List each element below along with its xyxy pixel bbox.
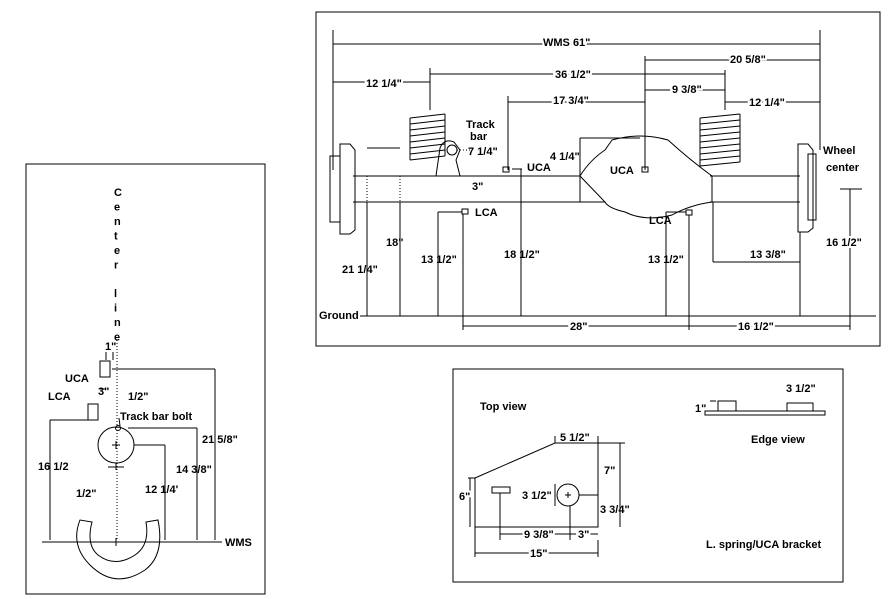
- uca-center-mount: [641, 166, 649, 173]
- dim-6-label: 6": [459, 491, 470, 503]
- dim-13-3-8-label: 13 3/8": [750, 249, 786, 261]
- bracket-top-view: [474, 442, 599, 528]
- dim-3-label: 3": [578, 529, 589, 541]
- right-flange: [807, 153, 817, 221]
- bracket-frame: [452, 368, 844, 583]
- wms-61-label: WMS 61": [543, 37, 590, 49]
- dim-3-label: 3": [98, 386, 109, 398]
- bar-label: bar: [470, 131, 488, 143]
- side-view-frame: [25, 163, 266, 595]
- wms-label: WMS: [225, 537, 252, 549]
- lca-right-label: LCA: [649, 215, 672, 227]
- dim-18-label: 18": [386, 237, 403, 249]
- ground-label: Ground: [319, 310, 359, 322]
- dim-14-3-8-label: 14 3/8": [176, 464, 212, 476]
- dim-4-1-4-label: 4 1/4": [550, 151, 580, 163]
- dim-12-1-4-right-label: 12 1/4": [749, 97, 785, 109]
- dim-36-1-2-label: 36 1/2": [555, 69, 591, 81]
- dim-3-label: 3": [472, 181, 483, 193]
- dim-21-1-4-label: 21 1/4": [342, 264, 378, 276]
- dim-28-label: 28": [570, 321, 587, 333]
- lca-label: LCA: [48, 391, 71, 403]
- axle-elevation-frame: [315, 11, 881, 347]
- uca-label: UCA: [65, 373, 89, 385]
- top-view-label: Top view: [480, 401, 527, 413]
- dim-16-1-2-bottom-label: 16 1/2": [738, 321, 774, 333]
- dim-18-1-2-label: 18 1/2": [504, 249, 540, 261]
- dim-16-1-2-label: 16 1/2: [38, 461, 69, 473]
- bracket-edge-view: [704, 400, 826, 416]
- uca-center-label: UCA: [610, 165, 634, 177]
- edge-view-label: Edge view: [751, 434, 805, 446]
- uca-bushing: [99, 360, 111, 378]
- lca-right-mount: [685, 209, 693, 216]
- dim-1-label: 1": [695, 403, 706, 415]
- track-bar-bracket: [410, 140, 461, 177]
- dim-12-1-4-left-label: 12 1/4": [366, 78, 402, 90]
- dim-15-label: 15": [530, 548, 547, 560]
- center-label: center: [826, 162, 860, 174]
- dim-7-1-4-label: 7 1/4": [468, 146, 498, 158]
- dim-7-label: 7": [604, 465, 615, 477]
- wheel-label: Wheel: [823, 145, 855, 157]
- tire-section: [76, 519, 161, 580]
- uca-slot: [491, 486, 511, 494]
- dim-13-1-2-left-label: 13 1/2": [421, 254, 457, 266]
- right-coil-spring: [699, 113, 741, 167]
- differential-housing: [579, 135, 713, 219]
- left-coil-spring: [409, 113, 446, 161]
- dim-half-top-label: 1/2": [128, 391, 149, 403]
- dim-16-1-2-label: 16 1/2": [826, 237, 862, 249]
- bracket-panel: Top view 5 1/2" 7" 6" 3 1/2" 3 3/4" 9 3/…: [452, 368, 844, 583]
- left-hub: [339, 143, 356, 235]
- left-flange: [329, 155, 341, 223]
- track-bar-bolt-label: Track bar bolt: [120, 411, 192, 423]
- dim-3-3-4-label: 3 3/4": [600, 504, 630, 516]
- lca-left-label: LCA: [475, 207, 498, 219]
- lca-bushing: [87, 403, 99, 421]
- dim-5-1-2-label: 5 1/2": [560, 432, 590, 444]
- dim-20-5-8-label: 20 5/8": [730, 54, 766, 66]
- uca-left-mount: [502, 166, 510, 173]
- dim-9-3-8-label: 9 3/8": [672, 84, 702, 96]
- axle-elevation-panel: WMS 61" 20 5/8" 12 1/4" 36 1/2" 9 3/8" 1…: [315, 11, 881, 347]
- uca-left-label: UCA: [527, 162, 551, 174]
- dim-12-1-4-label: 12 1/4': [145, 484, 179, 496]
- dim-9-3-8-label: 9 3/8": [524, 529, 554, 541]
- lca-left-mount: [461, 208, 469, 215]
- track-bar-mount-bolt: [446, 144, 458, 156]
- bracket-caption: L. spring/UCA bracket: [706, 539, 821, 551]
- dim-17-3-4-label: 17 3/4": [553, 95, 589, 107]
- dim-half-bottom-label: 1/2": [76, 488, 97, 500]
- dim-3-1-2-label: 3 1/2": [522, 490, 552, 502]
- dim-21-5-8-label: 21 5/8": [202, 434, 238, 446]
- right-hub: [797, 143, 814, 233]
- track-bar-bolt: [115, 425, 121, 431]
- track-label: Track: [466, 119, 496, 131]
- dim-1-label: 1": [105, 341, 116, 353]
- dim-3-1-2-edge-label: 3 1/2": [786, 383, 816, 395]
- dim-13-1-2-right-label: 13 1/2": [648, 254, 684, 266]
